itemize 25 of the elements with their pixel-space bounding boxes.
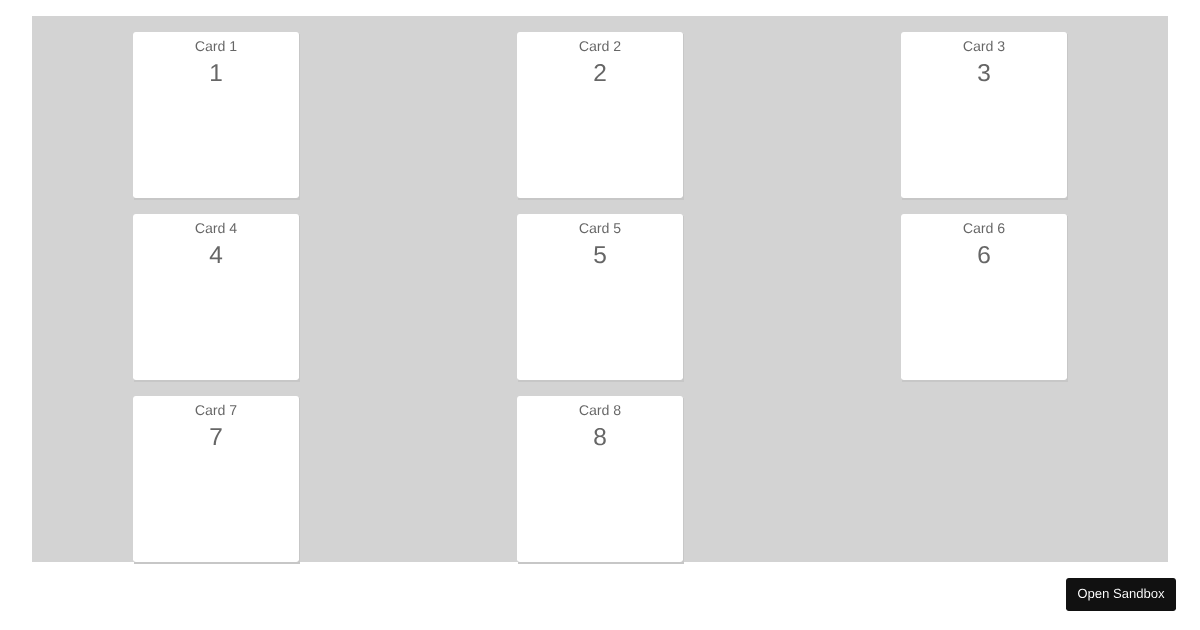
card-title: Card 6: [963, 222, 1005, 234]
card-number: 3: [978, 63, 990, 82]
card-number: 6: [978, 245, 990, 264]
card-number: 4: [209, 246, 223, 264]
card-number: 8: [594, 427, 606, 446]
card: [517, 396, 684, 564]
card-title: Card 4: [195, 222, 237, 234]
card: [517, 32, 684, 200]
card-title: Card 7: [195, 404, 237, 416]
card-title: Card 5: [579, 222, 621, 234]
open-sandbox-button: Open Sandbox: [1066, 578, 1176, 612]
card-title: Card 1: [195, 40, 237, 52]
card: [133, 396, 300, 564]
card-title: Card 3: [963, 40, 1005, 52]
card: [901, 214, 1068, 382]
card-number: 1: [211, 64, 222, 82]
card-number: 2: [594, 63, 606, 82]
card-title: Card 8: [579, 404, 621, 416]
card-number: 7: [210, 428, 222, 446]
card: [133, 214, 300, 382]
card-number: 5: [594, 246, 606, 264]
card: [901, 32, 1068, 200]
card: [133, 32, 300, 200]
card-title: Card 2: [579, 40, 621, 52]
card: [517, 214, 684, 382]
